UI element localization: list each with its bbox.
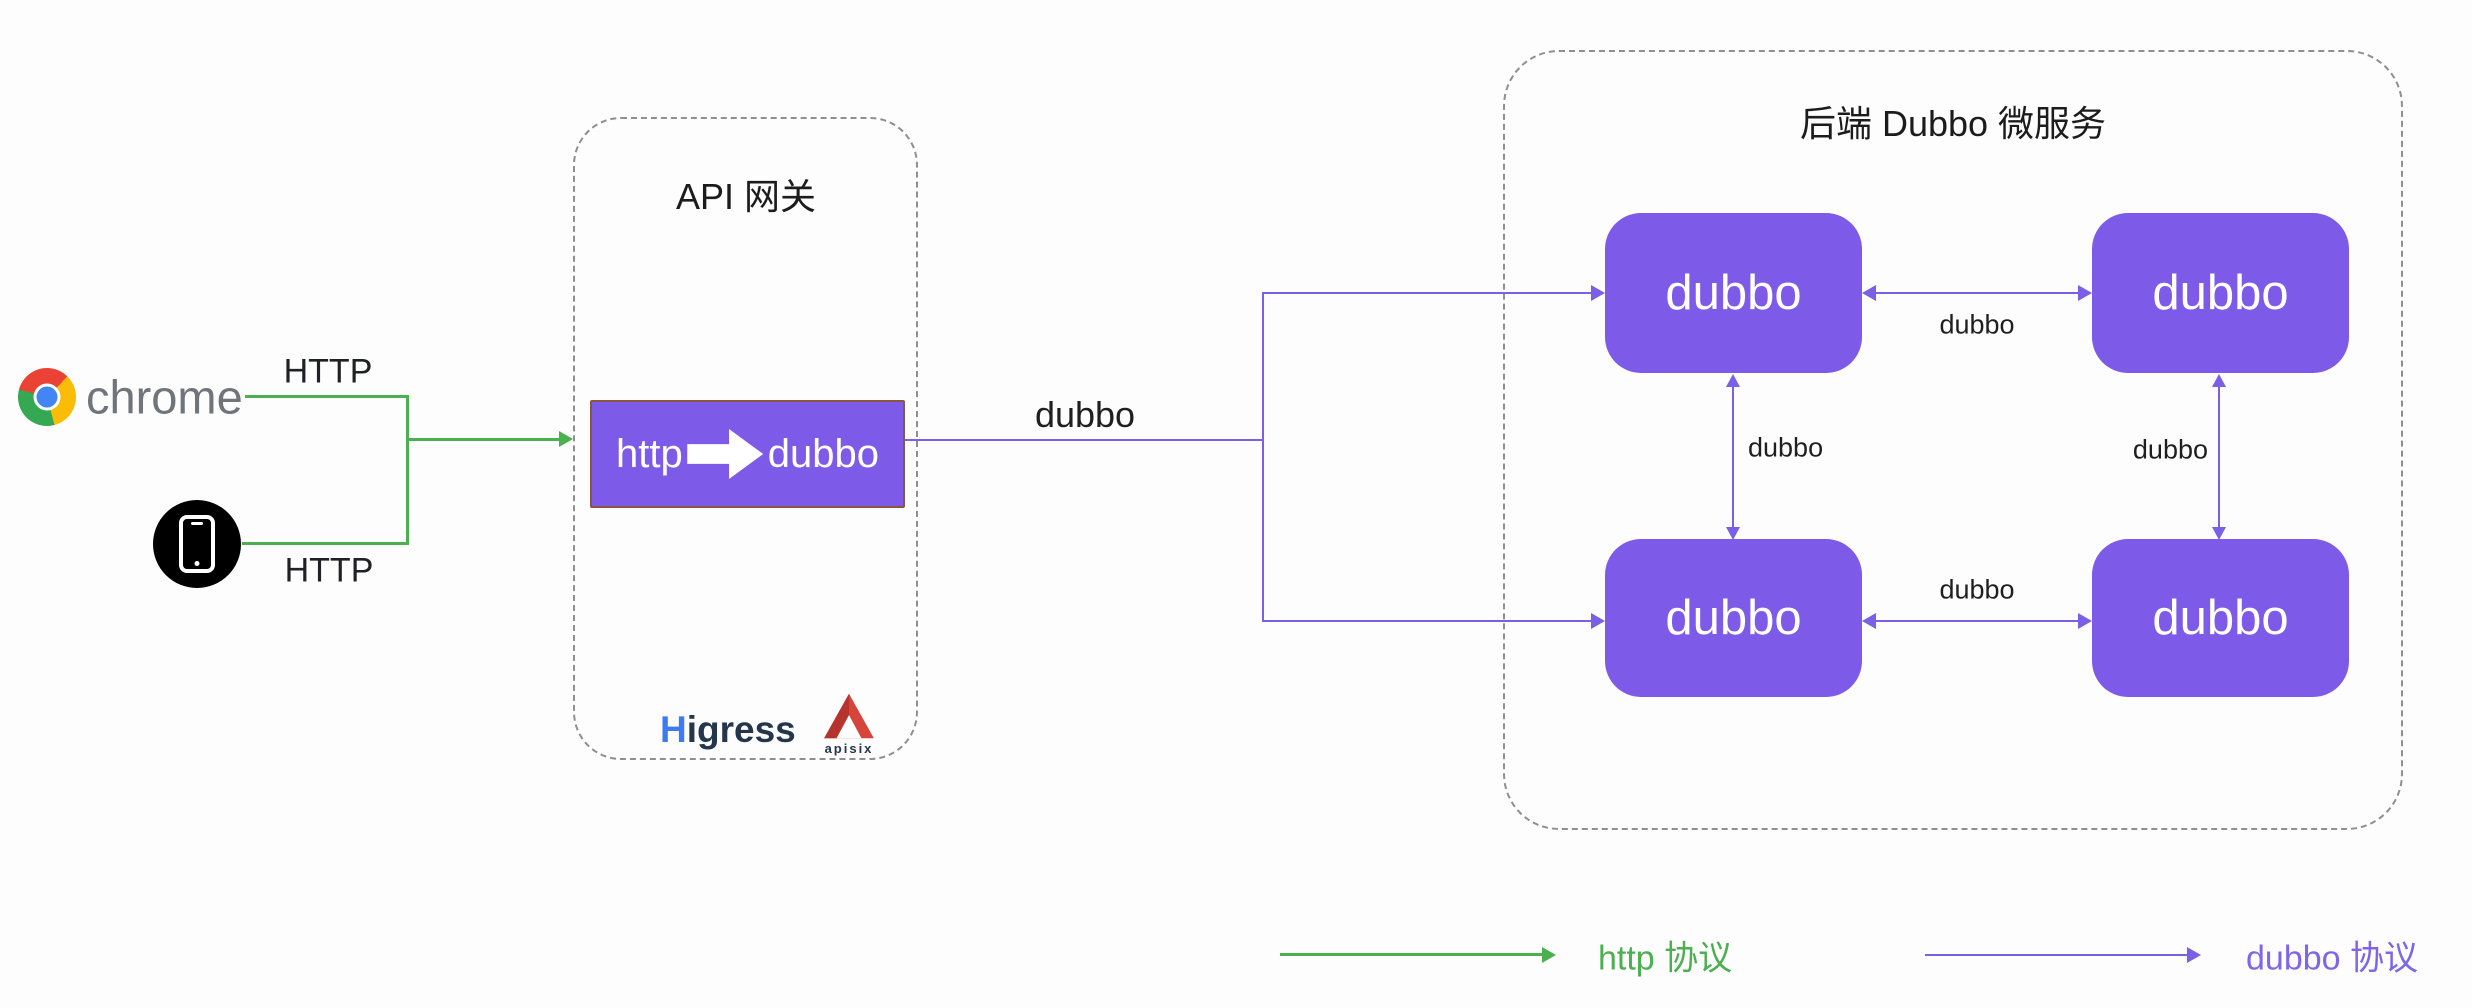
branch-top-arrowhead-icon [1591,285,1605,301]
left-column-dubbo-label: dubbo [1748,432,1824,463]
converter-to-label: dubbo [767,431,879,476]
branch-bottom-arrowhead-icon [1591,613,1605,629]
http-junction-line [406,395,409,545]
dubbo-node-top-left: dubbo [1605,213,1862,373]
http-to-gateway-line [406,438,560,441]
http-to-dubbo-converter: http dubbo [590,400,905,508]
right-column-down-arrowhead-icon [2212,527,2226,540]
http-to-dubbo-arrow-icon [687,429,764,479]
trunk-dubbo-label: dubbo [1034,394,1136,435]
dubbo-node-bottom-left: dubbo [1605,539,1862,697]
right-column-line [2218,385,2220,531]
chrome-http-line [245,395,408,398]
backend-dubbo-container [1503,50,2403,830]
branch-vertical-line [1262,292,1264,622]
left-column-up-arrowhead-icon [1726,374,1740,387]
top-pair-left-arrowhead-icon [1862,285,1876,301]
chrome-browser-icon [18,368,76,426]
mobile-phone-glyph [179,515,215,573]
apisix-logo-text: apisix [824,741,874,756]
higress-logo-h: H [660,709,687,750]
bottom-pair-dubbo-label: dubbo [1939,574,2015,605]
converter-from-label: http [616,431,683,476]
top-pair-dubbo-label: dubbo [1939,309,2015,340]
legend-http-arrow-line [1280,953,1542,956]
api-gateway-container [573,117,918,760]
right-column-dubbo-label: dubbo [2132,434,2208,465]
apisix-logo: apisix [820,692,878,756]
http-label-bottom: HTTP [284,551,374,590]
dubbo-node-top-right: dubbo [2092,213,2349,373]
bottom-pair-left-arrowhead-icon [1862,613,1876,629]
higress-logo-text: igress [686,709,796,750]
left-column-line [1732,385,1734,531]
left-column-down-arrowhead-icon [1726,527,1740,540]
http-to-gateway-arrowhead-icon [559,431,573,447]
dubbo-node-bottom-right: dubbo [2092,539,2349,697]
mobile-phone-icon [153,500,241,588]
higress-logo: Higress [660,709,796,751]
branch-bottom-line [1262,620,1591,622]
legend-dubbo-label: dubbo 协议 [2246,939,2418,978]
bottom-pair-line [1874,620,2080,622]
backend-title: 后端 Dubbo 微服务 [1799,103,2107,144]
legend-http-arrowhead-icon [1542,947,1556,963]
http-label-top: HTTP [283,352,373,391]
legend-http-label: http 协议 [1598,939,1733,978]
phone-http-line [242,542,408,545]
branch-top-line [1262,292,1591,294]
legend-dubbo-arrow-line [1925,954,2187,956]
top-pair-line [1874,292,2080,294]
bottom-pair-right-arrowhead-icon [2078,613,2092,629]
apisix-triangle-icon [824,693,874,739]
top-pair-right-arrowhead-icon [2078,285,2092,301]
chrome-icon-core [36,386,58,408]
right-column-up-arrowhead-icon [2212,374,2226,387]
gateway-to-backend-line [905,439,1263,441]
legend-dubbo-arrowhead-icon [2187,947,2201,963]
api-gateway-title: API 网关 [675,176,817,217]
chrome-label: chrome [86,370,243,424]
